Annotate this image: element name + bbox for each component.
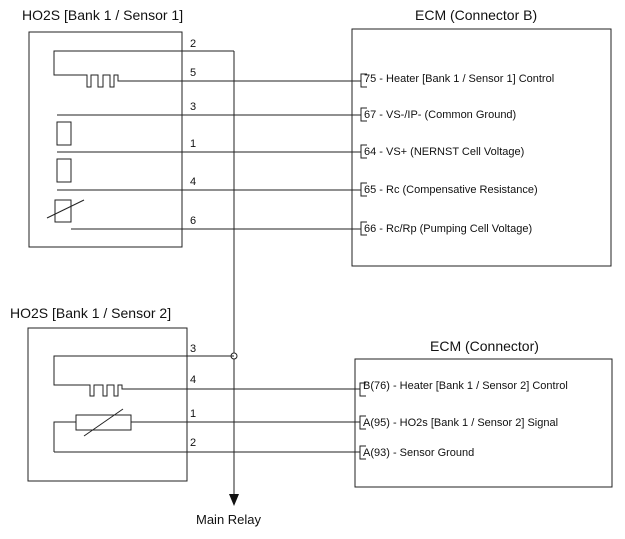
s2-pin-4: 4	[190, 374, 196, 386]
ecm-b-label-64: 64 - VS+ (NERNST Cell Voltage)	[364, 146, 524, 158]
sensor1-wires	[57, 80, 361, 230]
ecm-b-title: ECM (Connector B)	[415, 7, 537, 23]
ecm-b-box	[351, 28, 612, 267]
s2-pin-1: 1	[190, 408, 196, 420]
s2-pin-3: 3	[190, 343, 196, 355]
sensor2-heater-element	[53, 355, 234, 397]
sensor2-title: HO2S [Bank 1 / Sensor 2]	[10, 305, 171, 321]
s1-pin-3: 3	[190, 101, 196, 113]
ecm-terminals	[359, 382, 366, 460]
s1-pin-1: 1	[190, 138, 196, 150]
s1-pin-2: 2	[190, 38, 196, 50]
sensor1-title: HO2S [Bank 1 / Sensor 1]	[22, 7, 183, 23]
sensor2-box	[27, 327, 188, 482]
sensor1-box	[28, 31, 183, 248]
sensor1-resistor	[46, 199, 85, 223]
ecm-b-label-75: 75 - Heater [Bank 1 / Sensor 1] Control	[364, 73, 554, 85]
sensor1-heater-element	[53, 50, 180, 88]
ecm-title: ECM (Connector)	[430, 338, 539, 354]
sensor2-resistor	[53, 408, 132, 452]
ecm-b-label-65: 65 - Rc (Compensative Resistance)	[364, 184, 538, 196]
ecm-b-label-66: 66 - Rc/Rp (Pumping Cell Voltage)	[364, 223, 532, 235]
ecm-b-label-67: 67 - VS-/IP- (Common Ground)	[364, 109, 516, 121]
ecm-label-76: B(76) - Heater [Bank 1 / Sensor 2] Contr…	[363, 380, 568, 392]
ecm-b-terminals	[360, 73, 367, 236]
s1-pin-4: 4	[190, 176, 196, 188]
main-relay-label: Main Relay	[196, 512, 262, 527]
s1-pin-6: 6	[190, 215, 196, 227]
ecm-label-95: A(95) - HO2s [Bank 1 / Sensor 2] Signal	[363, 417, 558, 429]
s2-pin-2: 2	[190, 437, 196, 449]
sensor2-wires	[54, 388, 360, 453]
sensor1-nernst-cell	[56, 121, 72, 183]
main-relay-wire	[180, 50, 239, 506]
ecm-label-93: A(93) - Sensor Ground	[363, 447, 474, 459]
s1-pin-5: 5	[190, 67, 196, 79]
ecm-box	[354, 358, 613, 488]
